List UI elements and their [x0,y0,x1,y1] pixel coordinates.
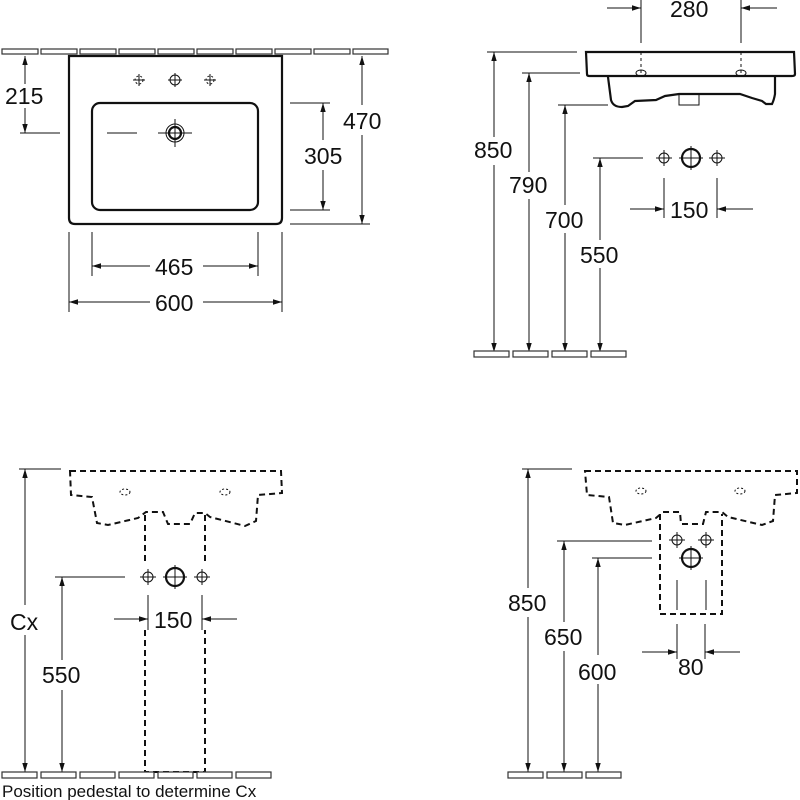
basin-outline [67,54,284,226]
dim-465: 465 [155,254,193,280]
wall-tiles [1,48,389,55]
floor-tiles [1,771,272,779]
bowl-outline [90,101,260,212]
dim-80: 80 [678,654,704,680]
supply-holes-icon [656,146,725,170]
dim-470: 470 [343,108,381,134]
dim-550-side: 550 [580,242,618,268]
top-view: 215 305 470 465 600 [1,48,389,316]
dim-305: 305 [304,143,342,169]
basin-side-outline [584,50,797,109]
pedestal-dashed-outline [144,515,206,773]
pedestal-view: Cx 550 150 Position pedestal to determin… [1,468,284,800]
dim-600-semi: 600 [578,659,616,685]
dim-790: 790 [509,172,547,198]
dim-550-pedestal: 550 [42,662,80,688]
pedestal-note: Position pedestal to determine Cx [2,782,257,800]
dim-700: 700 [545,207,583,233]
side-view: 280 850 790 700 550 150 [473,0,797,358]
drain-icon [107,119,192,147]
tap-hole-icons [133,73,216,87]
floor-tiles [473,350,627,358]
semi-pedestal-view: 850 650 600 80 [507,468,798,779]
dim-850-semi: 850 [508,590,546,616]
supply-holes-icon [140,565,210,589]
dim-280: 280 [670,0,708,22]
dim-600: 600 [155,290,193,316]
floor-tiles [507,771,622,779]
basin-dashed-outline [583,470,798,527]
dim-650: 650 [544,624,582,650]
basin-dashed-outline [68,470,284,528]
dim-850-side: 850 [474,137,512,163]
supply-holes-icon [669,532,714,570]
dim-150-pedestal: 150 [154,607,192,633]
dim-150-side: 150 [670,197,708,223]
dim-cx: Cx [10,609,39,635]
siphon-cover-dashed-outline [659,514,723,615]
dim-215: 215 [5,83,43,109]
